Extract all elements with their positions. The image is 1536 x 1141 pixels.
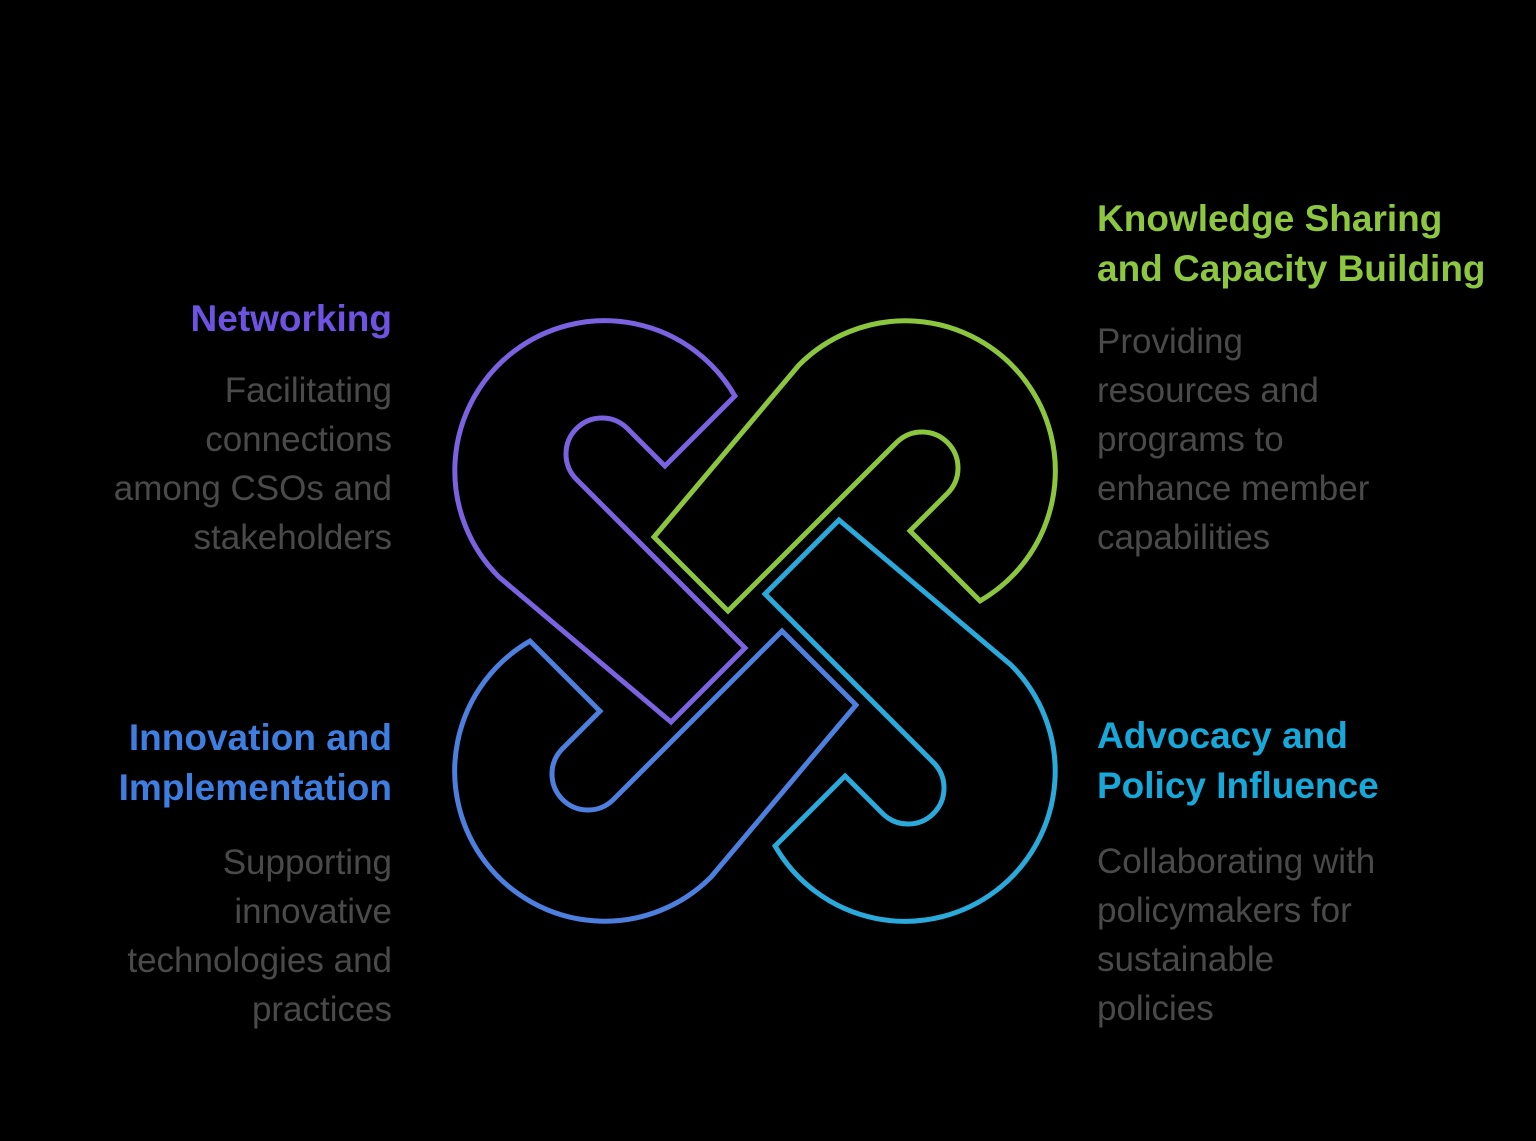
body-line: policies [1097, 989, 1214, 1028]
body-line: enhance member [1097, 469, 1370, 508]
body-line: capabilities [1097, 518, 1271, 557]
heading-line: Networking [190, 298, 392, 339]
knowledge-sharing-description: Providing resources and programs to enha… [1097, 317, 1369, 562]
body-line: innovative [234, 892, 392, 931]
body-line: among CSOs and [113, 469, 392, 508]
body-line: Supporting [222, 843, 392, 882]
body-line: technologies and [127, 941, 392, 980]
body-line: programs to [1097, 420, 1284, 459]
body-line: Providing [1097, 322, 1243, 361]
networking-description: Facilitating connections among CSOs and … [114, 366, 392, 562]
heading-line: Knowledge Sharing [1097, 198, 1443, 239]
heading-line: Policy Influence [1097, 765, 1379, 806]
innovation-heading: Innovation and Implementation [119, 713, 392, 813]
heading-line: Advocacy and [1097, 715, 1348, 756]
body-line: Facilitating [224, 371, 392, 410]
body-line: practices [251, 990, 392, 1029]
body-line: resources and [1097, 371, 1319, 410]
innovation-loop-icon [455, 631, 856, 921]
heading-line: Innovation and [128, 717, 392, 758]
networking-loop-icon [455, 321, 745, 722]
advocacy-heading: Advocacy and Policy Influence [1097, 711, 1379, 811]
innovation-description: Supporting innovative technologies and p… [127, 838, 392, 1034]
heading-line: and Capacity Building [1097, 248, 1486, 289]
knowledge-sharing-heading: Knowledge Sharing and Capacity Building [1097, 194, 1486, 294]
heading-line: Implementation [118, 767, 392, 808]
knowledge-loop-icon [654, 321, 1055, 611]
advocacy-loop-icon [765, 520, 1055, 921]
body-line: sustainable [1097, 940, 1275, 979]
networking-heading: Networking [191, 294, 392, 344]
advocacy-description: Collaborating with policymakers for sust… [1097, 837, 1375, 1033]
body-line: policymakers for [1097, 891, 1352, 930]
body-line: stakeholders [193, 518, 392, 557]
body-line: connections [205, 420, 392, 459]
body-line: Collaborating with [1097, 842, 1376, 881]
